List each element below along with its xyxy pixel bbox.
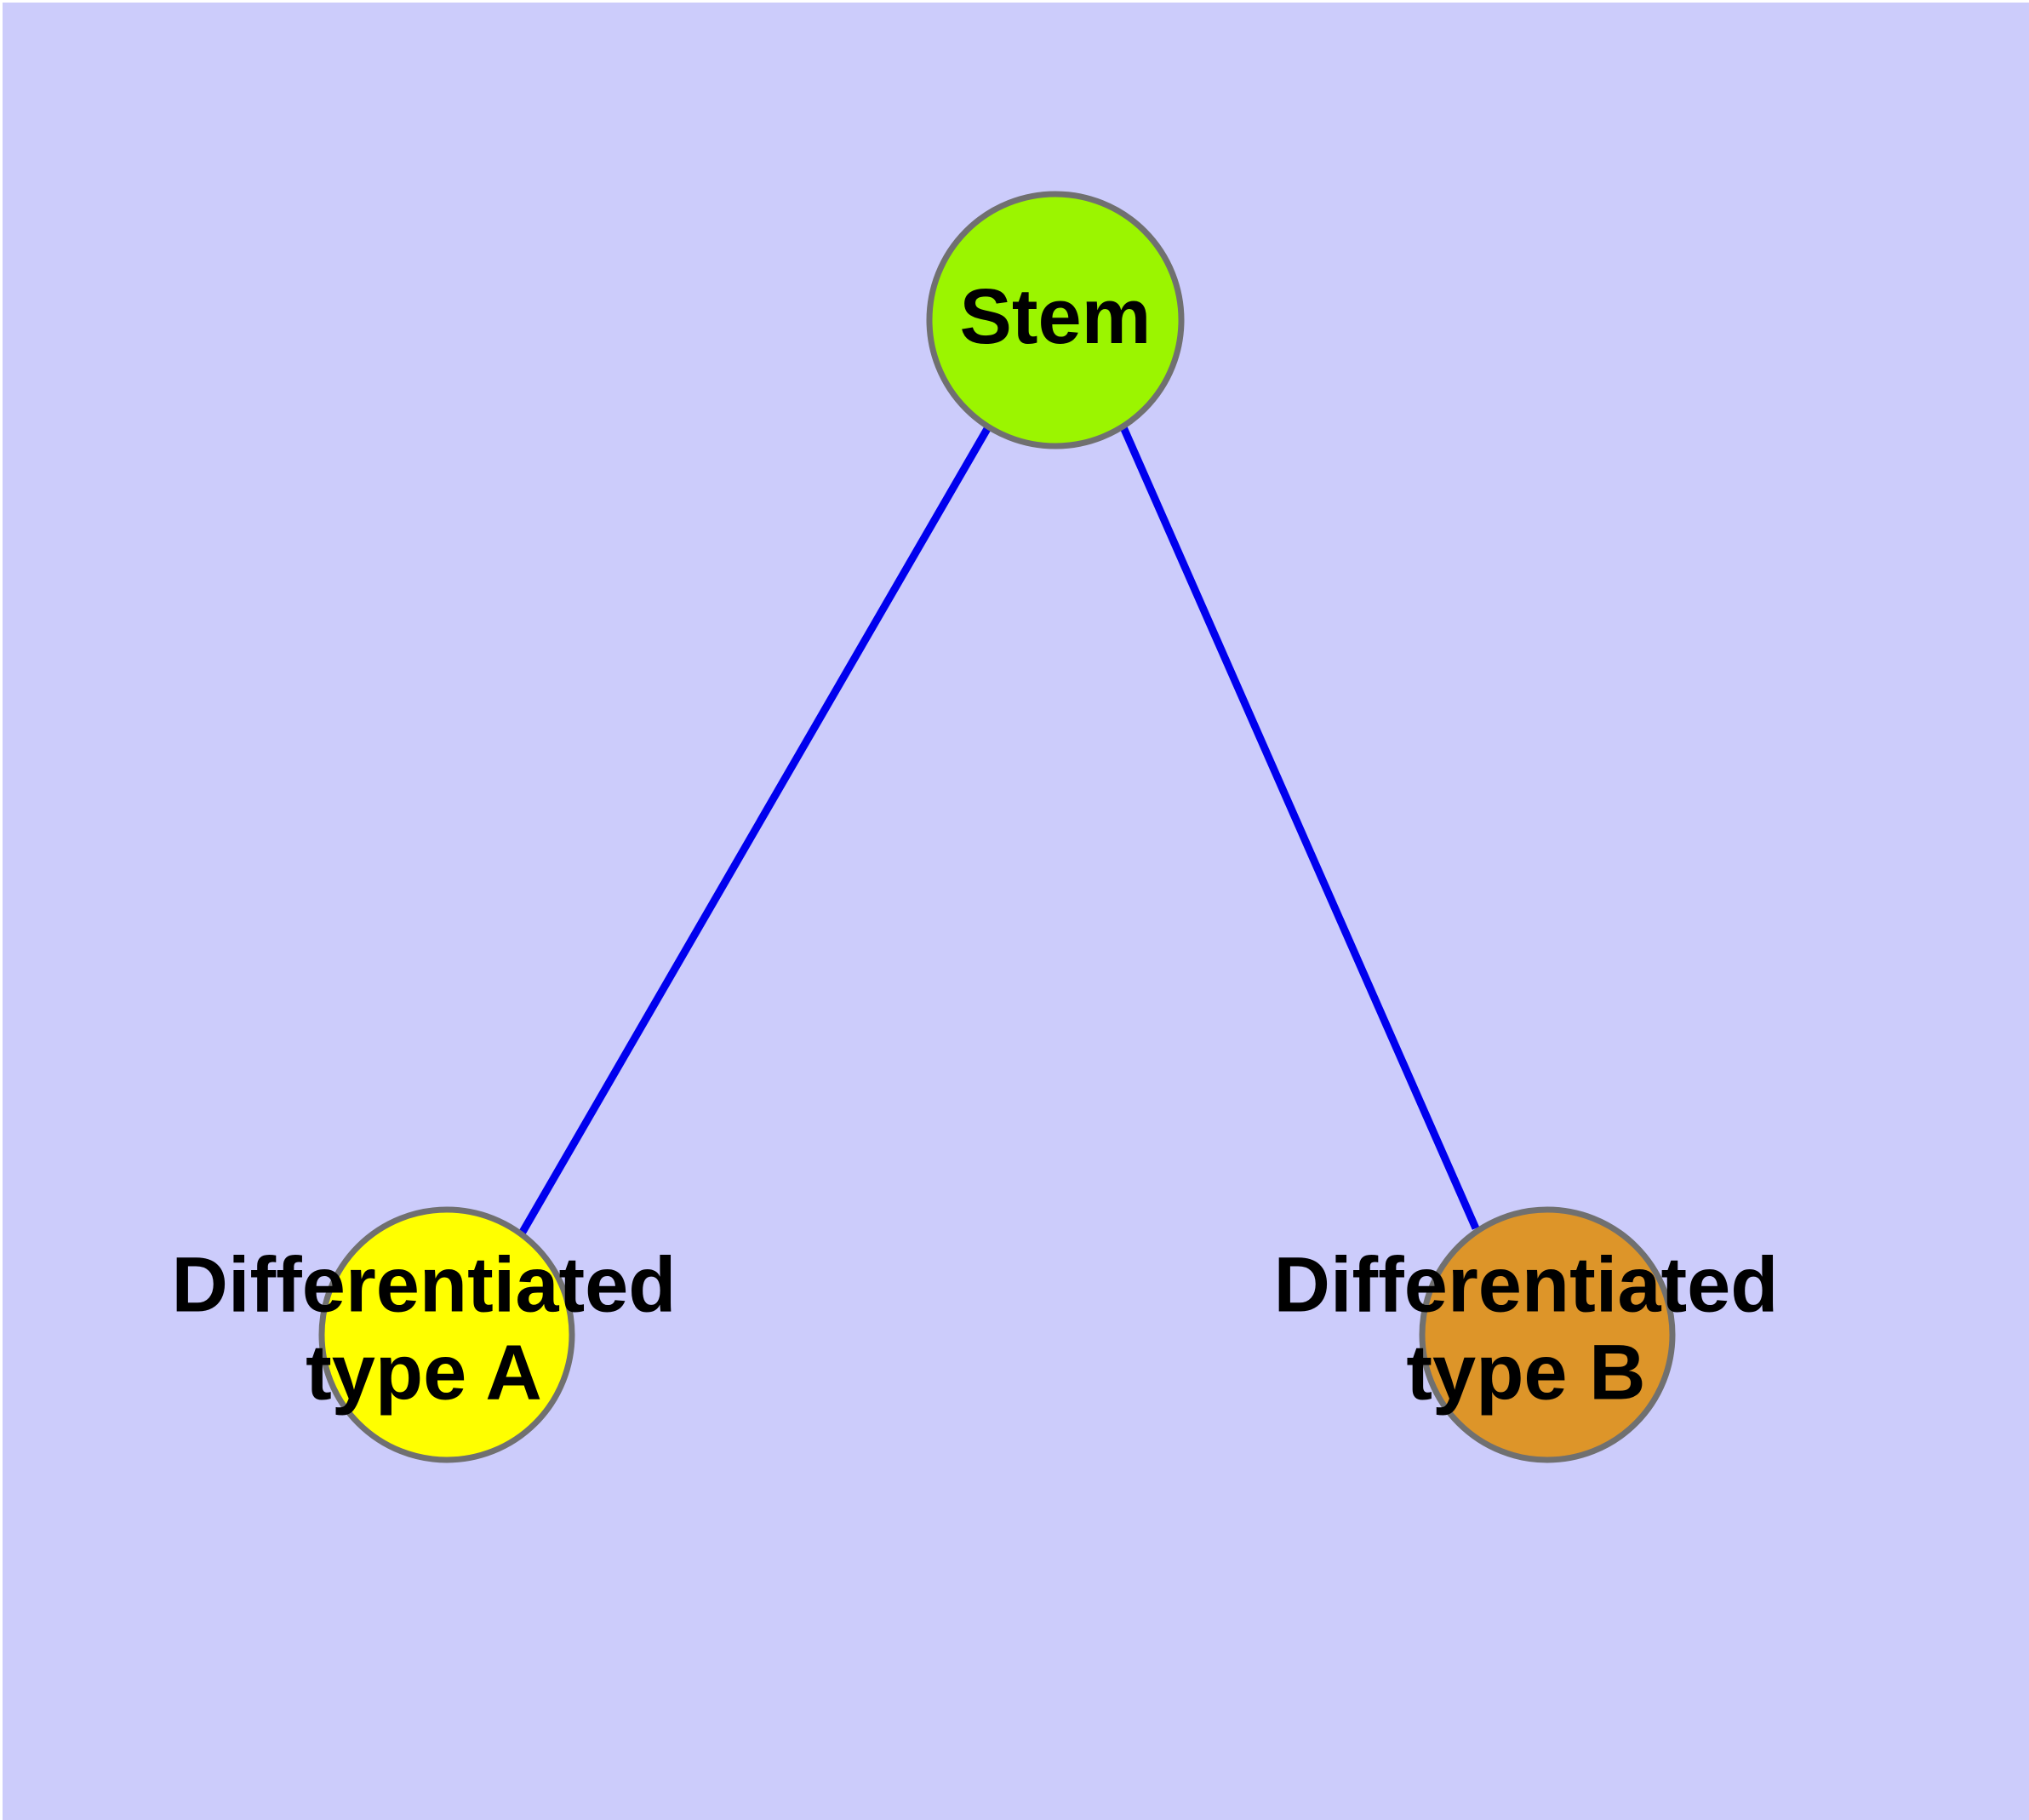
node-label-line: type A [306, 1330, 542, 1417]
node-label-line: Differentiated [1274, 1242, 1779, 1329]
node-circle-diff_b[interactable] [1419, 1206, 1676, 1463]
graph-node-stem[interactable]: Stem [926, 191, 1185, 449]
graph-edge-stem-diff_a[interactable] [518, 425, 992, 1236]
node-label-line: type B [1406, 1330, 1645, 1417]
node-circle-diff_a[interactable] [318, 1206, 575, 1463]
graph-edge-stem-diff_b[interactable] [1119, 426, 1480, 1230]
node-circle-stem[interactable] [926, 191, 1185, 449]
edges-group [518, 425, 1480, 1236]
node-label-line: Stem [960, 273, 1152, 360]
node-label-stem: Stem [960, 273, 1152, 360]
node-label-line: Differentiated [172, 1242, 677, 1329]
